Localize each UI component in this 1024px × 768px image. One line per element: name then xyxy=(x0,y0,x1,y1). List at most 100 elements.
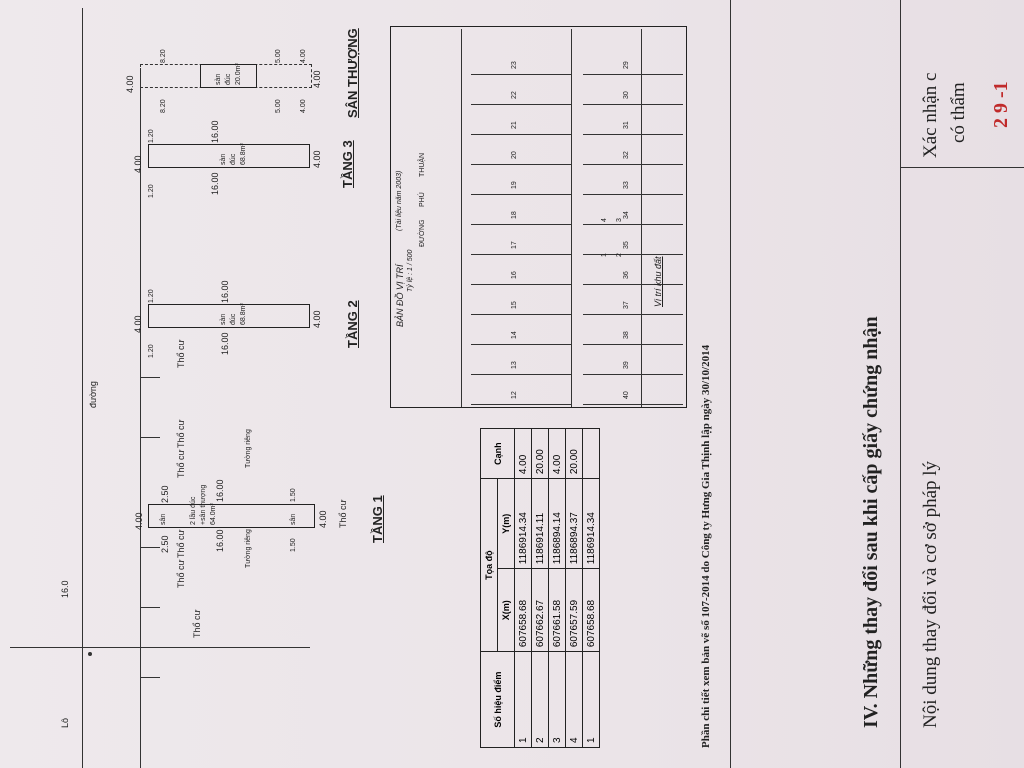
lot-boundary xyxy=(471,194,571,195)
dim-left-top: 2.50 xyxy=(160,535,170,553)
dim-back-bottom: 1.50 xyxy=(290,488,297,502)
lot-boundary xyxy=(471,284,571,285)
table-cell: 2 xyxy=(531,651,549,748)
f3-back: 4.00 xyxy=(312,150,322,168)
neighbor-label: Thổ cư xyxy=(176,559,186,588)
section4-title: IV. Những thay đổi sau khi cấp giấy chứn… xyxy=(860,316,882,728)
neighbor-label: Thổ cư xyxy=(192,609,202,638)
lot-boundary xyxy=(583,224,683,225)
lo-label: Lô xyxy=(60,717,70,728)
lot-number: 35 xyxy=(623,241,630,249)
f3-bottom: 16.00 xyxy=(210,120,220,143)
floor1-title: TẦNG 1 xyxy=(370,495,385,543)
lot-boundary xyxy=(471,374,571,375)
house-label-2: +sân thượng xyxy=(200,484,207,525)
lot-boundary xyxy=(583,374,683,375)
table-cell: 3 xyxy=(548,651,566,748)
f2-duc: đúc xyxy=(230,313,237,325)
note-text: Phần chi tiết xem bản vẽ số 107-2014 do … xyxy=(700,344,712,748)
lot-number: 34 xyxy=(623,211,630,219)
san-front: sân xyxy=(160,513,167,525)
lot-number: 13 xyxy=(511,361,518,369)
lot-number: 15 xyxy=(511,301,518,309)
table-cell: 607658.68 xyxy=(514,568,532,652)
f3-duc: đúc xyxy=(230,153,237,165)
table-cell: 4 xyxy=(565,651,583,748)
lo-width: 16.0 xyxy=(60,580,70,598)
lot-number: 12 xyxy=(511,391,518,399)
dim-back-top: 1.50 xyxy=(290,538,297,552)
section4-col1: Nội dung thay đổi và cơ sở pháp lý xyxy=(920,460,941,728)
table-cell xyxy=(582,428,600,479)
roof-dim: 5.00 xyxy=(275,99,282,113)
f2-san: sàn xyxy=(220,313,227,325)
lot-number: 39 xyxy=(623,361,630,369)
street: THUẬN xyxy=(419,152,426,177)
lot-number: 32 xyxy=(623,151,630,159)
lot-boundary xyxy=(471,314,571,315)
lot-boundary xyxy=(471,104,571,105)
col-point: Số hiệu điểm xyxy=(480,651,515,748)
roof-dim: 8.20 xyxy=(160,49,167,63)
section4-col2a: Xác nhận c xyxy=(920,72,941,158)
table-cell: 607661.58 xyxy=(548,568,566,652)
lot-number: 31 xyxy=(623,121,630,129)
lot-boundary xyxy=(471,164,571,165)
map-caption: Vị trí khu đất xyxy=(653,256,663,307)
lot-number: 14 xyxy=(511,331,518,339)
f2-top: 16.00 xyxy=(220,332,230,355)
f2-small: 1.20 xyxy=(148,344,155,358)
marker: 2 xyxy=(616,253,623,257)
lot-boundary xyxy=(471,134,571,135)
lot-boundary xyxy=(583,284,683,285)
lot-boundary xyxy=(583,254,683,255)
lot-boundary xyxy=(583,164,683,165)
f3-front: 4.00 xyxy=(133,155,143,173)
col-coord: Tọa độ xyxy=(480,478,498,652)
lot-number: 19 xyxy=(511,181,518,189)
lot-number: 23 xyxy=(511,61,518,69)
neighbor-label: Thổ cư xyxy=(176,449,186,478)
map-title: BẢN ĐỒ VỊ TRÍ xyxy=(395,264,405,327)
roof-san: sàn xyxy=(215,73,222,85)
floor3-title: TẦNG 3 xyxy=(340,140,355,188)
table-cell: 607658.68 xyxy=(582,568,600,652)
roof-dim: 5.00 xyxy=(275,49,282,63)
section4-col2b: có thẩm xyxy=(948,82,969,143)
lot-boundary xyxy=(471,404,571,405)
marker: 3 xyxy=(616,218,623,222)
f2-front: 4.00 xyxy=(133,315,143,333)
marker: 4 xyxy=(601,218,608,222)
map-source: (Tài liệu năm 2003) xyxy=(396,170,403,231)
lot-number: 17 xyxy=(511,241,518,249)
neighbor-label: Thổ cư xyxy=(176,529,186,558)
f2-small: 1.20 xyxy=(148,289,155,303)
house-area: 64.0m² xyxy=(210,503,217,525)
map-scale: Tỷ lệ : 1 / 500 xyxy=(407,249,414,292)
table-cell: 1186894.14 xyxy=(548,478,566,569)
lot-number: 21 xyxy=(511,121,518,129)
roof-dim: 8.20 xyxy=(160,99,167,113)
lot-boundary xyxy=(583,404,683,405)
floor2-title: TẦNG 2 xyxy=(345,300,360,348)
table-cell: 4.00 xyxy=(548,428,566,479)
lot-number: 29 xyxy=(623,61,630,69)
table-cell: 607662.67 xyxy=(531,568,549,652)
lot-boundary xyxy=(583,74,683,75)
dim-len-bottom: 16.00 xyxy=(215,479,225,502)
lot-number: 36 xyxy=(623,271,630,279)
f3-area: 68.8m² xyxy=(240,143,247,165)
street: ĐƯỜNG xyxy=(419,219,426,247)
location-map: BẢN ĐỒ VỊ TRÍ (Tài liệu năm 2003) Tỷ lệ … xyxy=(390,26,687,408)
lot-boundary xyxy=(471,344,571,345)
table-cell: 20.00 xyxy=(531,428,549,479)
roof-front: 4.00 xyxy=(125,75,135,93)
san-back: sân xyxy=(290,513,297,525)
